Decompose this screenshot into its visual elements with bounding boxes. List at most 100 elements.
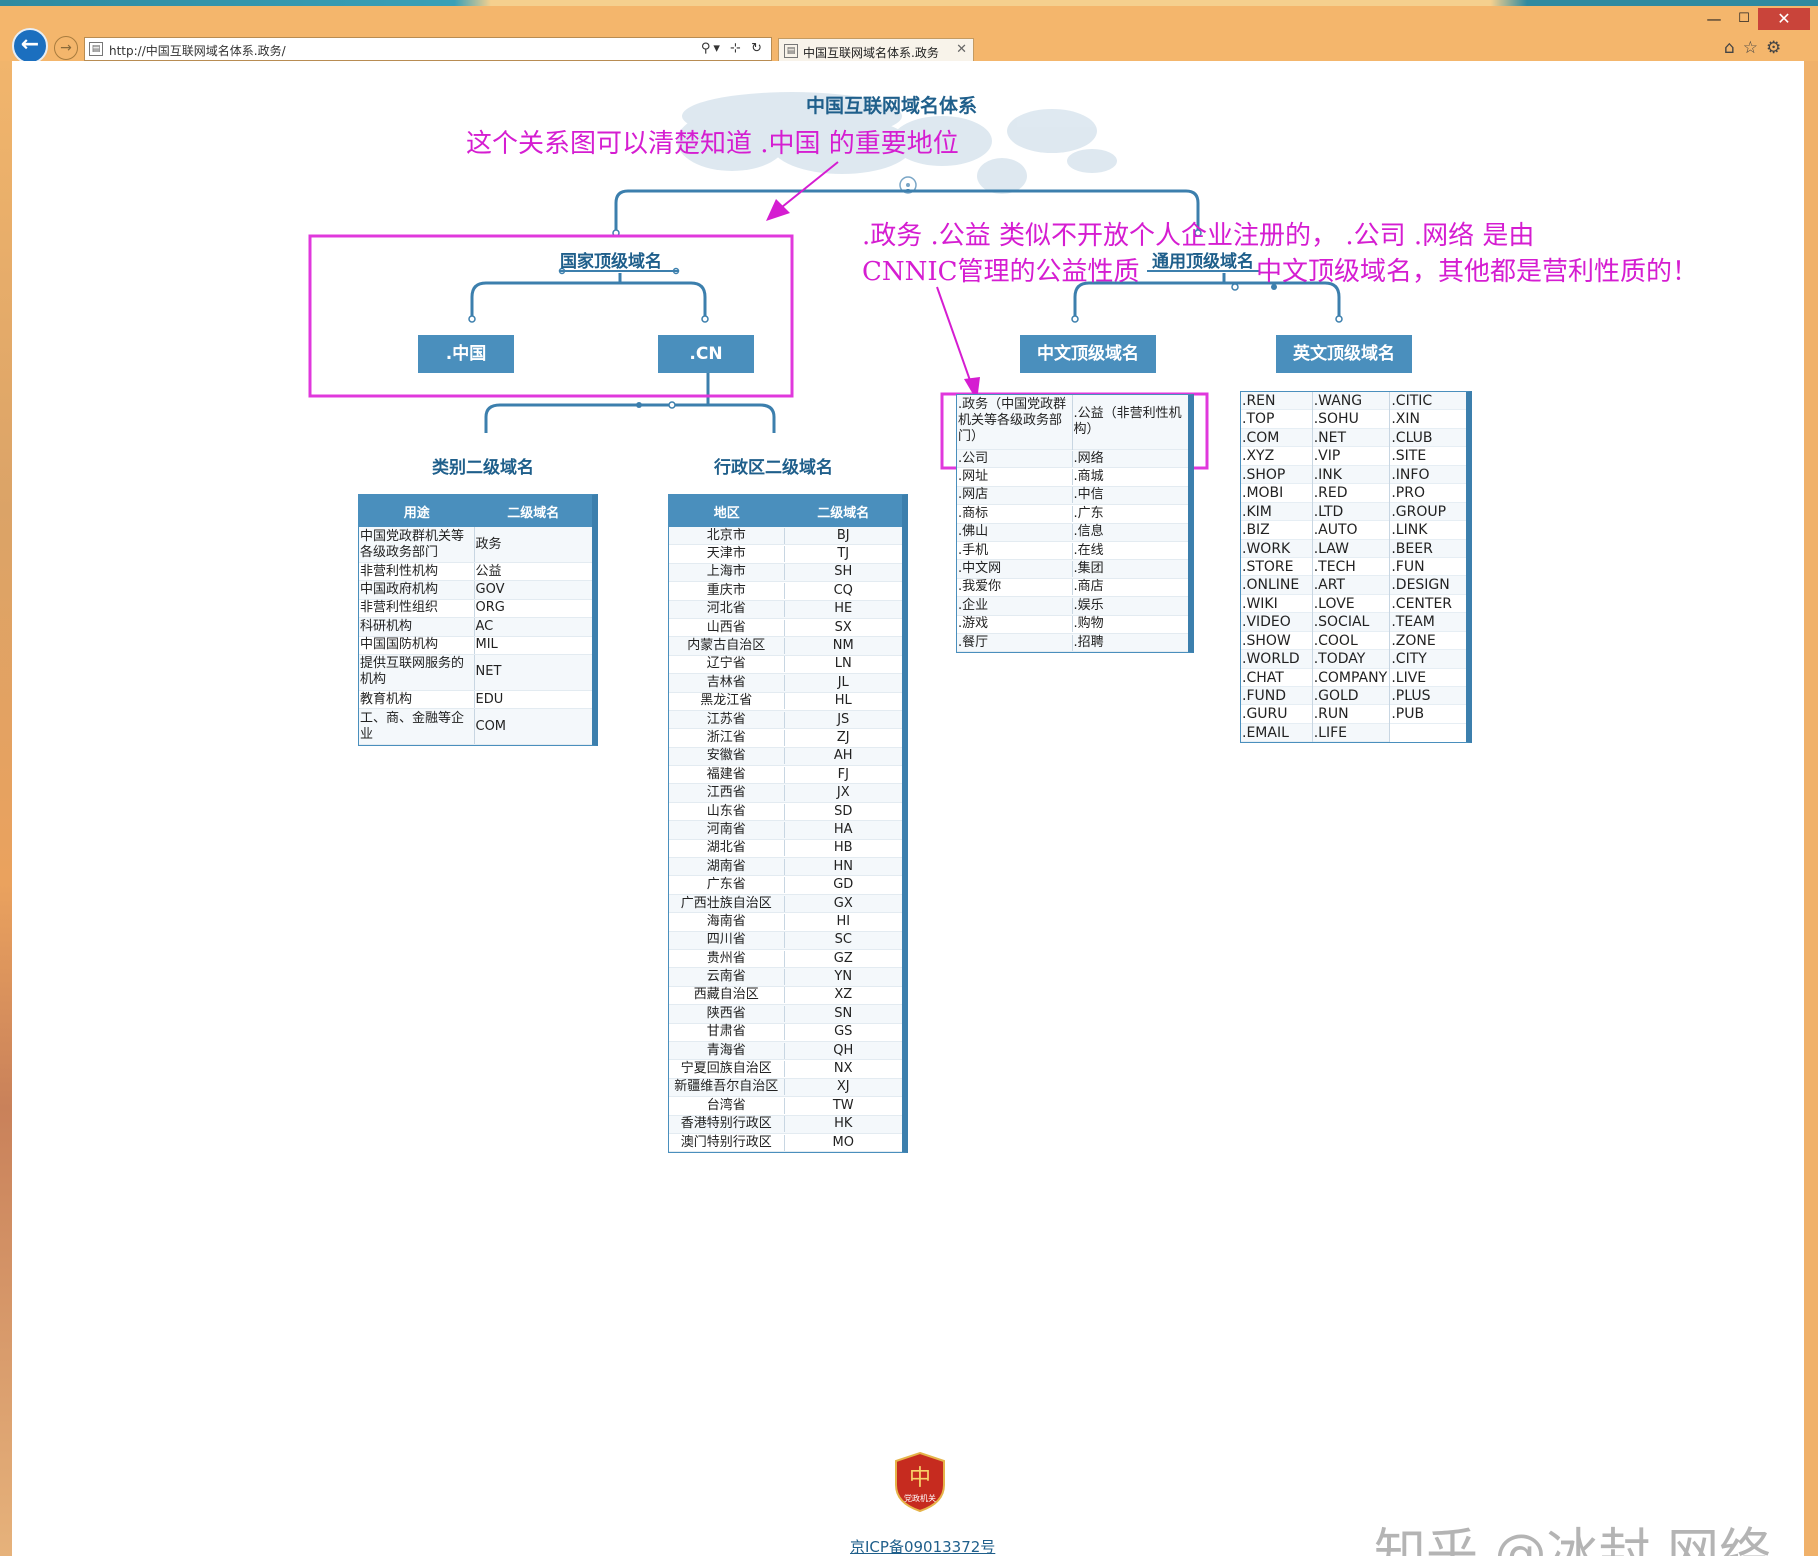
table-cell: 山西省 [669, 619, 785, 636]
list-item: .LOVE [1312, 595, 1390, 614]
list-item: .COM [1241, 428, 1312, 448]
table-cell: 河南省 [669, 821, 785, 838]
table-cell: GS [834, 1024, 853, 1040]
table-cell: SX [834, 619, 852, 635]
table-cell: 贵州省 [669, 950, 785, 967]
table-row: 江西省 JX [669, 784, 902, 803]
table-cell: .购物 [1073, 616, 1104, 632]
table-cell: HB [833, 840, 853, 856]
list-item: .CENTER [1390, 595, 1466, 614]
table-row: .网店.中信 [957, 486, 1188, 506]
table-cell: 河北省 [669, 601, 785, 618]
browser-toolbar-right: ⌂☆⚙ [1724, 38, 1789, 58]
address-input[interactable]: http://中国互联网域名体系.政务/ [109, 44, 286, 58]
list-item: .ONLINE [1241, 576, 1312, 595]
list-item: .COMPANY [1312, 669, 1390, 687]
icp-link[interactable]: 京ICP备09013372号 [850, 1538, 996, 1556]
star-icon[interactable]: ☆ [1742, 38, 1767, 58]
home-icon[interactable]: ⌂ [1724, 38, 1743, 58]
refresh-icon[interactable]: ↻ [751, 41, 765, 56]
column-header: 地区 [713, 505, 740, 521]
table-cell: GZ [833, 950, 853, 966]
node-chinese-tld: 中文顶级域名 [1020, 335, 1156, 373]
table-cell: TJ [837, 546, 850, 562]
list-item: .SITE [1390, 447, 1466, 466]
table-cell: .中文网 [957, 561, 1073, 578]
address-bar[interactable]: ▤ http://中国互联网域名体系.政务/ ⚲▾ ⊹ ↻ [84, 37, 772, 61]
list-item: .SHOP [1241, 465, 1312, 485]
list-item: .VIDEO [1241, 613, 1312, 632]
list-item: .FUN [1390, 558, 1466, 577]
table-cell: 中国政府机构 [359, 581, 475, 599]
list-item: .NET [1312, 428, 1390, 448]
list-item: .AUTO [1312, 521, 1390, 540]
list-item: .WIKI [1241, 595, 1312, 614]
table-cell: .我爱你 [957, 579, 1073, 596]
desktop-left-edge [0, 61, 12, 1556]
table-cell: AH [833, 748, 853, 764]
table-row: 山西省 SX [669, 619, 902, 638]
list-item: .COOL [1312, 632, 1390, 651]
node-cn: .CN [658, 335, 754, 373]
table-cell: .餐厅 [957, 634, 1073, 651]
table-cell: GX [833, 895, 853, 911]
compat-icon[interactable]: ⊹ [730, 41, 744, 56]
table-row: 中国党政群机关等各级政务部门政务 [359, 527, 592, 563]
tab-active[interactable]: ▤ 中国互联网域名体系.政务 ✕ [778, 38, 974, 64]
table-cell: SH [834, 564, 853, 580]
table-cell: 宁夏回族自治区 [669, 1061, 785, 1078]
table-cell: JS [837, 711, 850, 727]
maximize-button[interactable]: ☐ [1738, 11, 1750, 26]
table-row: .企业.娱乐 [957, 597, 1188, 616]
table-cell: .商城 [1073, 469, 1104, 485]
table-cell: XJ [836, 1079, 850, 1095]
table-cell: TW [832, 1097, 854, 1113]
list-item: .ZONE [1390, 632, 1466, 651]
minimize-button[interactable]: — [1706, 10, 1722, 28]
table-cell: FJ [837, 766, 849, 782]
list-item: .TOP [1241, 410, 1312, 429]
category-sld-title: 类别二级域名 [432, 458, 534, 478]
close-window-button[interactable]: ✕ [1758, 8, 1810, 30]
table-header: 用途 二级域名 [359, 495, 592, 527]
search-icon[interactable]: ⚲ [700, 41, 714, 56]
column-header: 用途 [403, 505, 430, 521]
page-title: 中国互联网域名体系 [806, 95, 978, 117]
generic-tld-label: 通用顶级域名 [1152, 252, 1254, 272]
address-bar-tools[interactable]: ⚲▾ ⊹ ↻ [700, 41, 765, 56]
table-cell: 台湾省 [669, 1097, 785, 1114]
list-item: .GROUP [1390, 502, 1466, 522]
forward-button[interactable]: → [54, 36, 78, 60]
table-cell: 福建省 [669, 766, 785, 783]
tab-close-icon[interactable]: ✕ [956, 42, 967, 57]
table-row: 贵州省 GZ [669, 950, 902, 969]
table-cell: JX [836, 785, 850, 801]
table-row: .商标.广东 [957, 505, 1188, 524]
tab-title: 中国互联网域名体系.政务 [803, 46, 939, 60]
table-cell: 江西省 [669, 785, 785, 802]
english-tld-column-1: .REN.TOP.COM.XYZ.SHOP.MOBI.KIM.BIZ.WORK.… [1241, 392, 1313, 743]
table-cell: .网店 [957, 487, 1073, 504]
table-cell: 上海市 [669, 564, 785, 581]
list-item: .INK [1312, 465, 1390, 485]
gear-icon[interactable]: ⚙ [1766, 38, 1790, 58]
table-row: 上海市 SH [669, 563, 902, 583]
table-cell: 浙江省 [669, 729, 785, 746]
back-button[interactable]: ← [12, 28, 48, 64]
table-cell: 公益 [475, 563, 502, 579]
list-item: .RED [1312, 484, 1390, 503]
